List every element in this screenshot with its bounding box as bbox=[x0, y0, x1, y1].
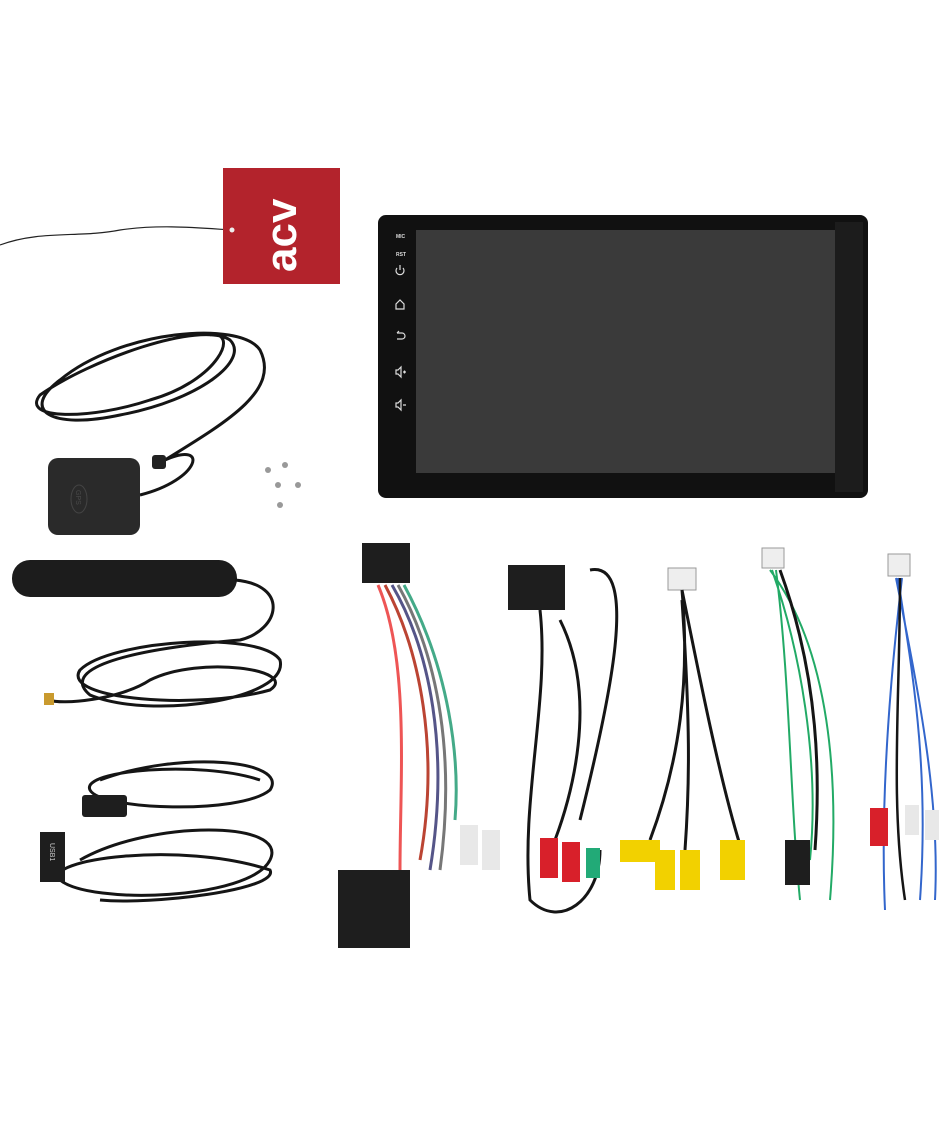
acv-tag: acv bbox=[223, 168, 340, 284]
screws bbox=[265, 462, 301, 508]
volume-down-icon[interactable] bbox=[395, 398, 406, 412]
gps-label: GPS bbox=[74, 490, 81, 505]
tag-string bbox=[0, 226, 233, 246]
audio-harness bbox=[761, 547, 835, 901]
video-harness bbox=[620, 567, 745, 890]
radio-antenna bbox=[12, 560, 282, 708]
power-icon[interactable] bbox=[395, 265, 405, 276]
head-unit: MIC RST bbox=[378, 215, 868, 498]
gps-antenna: GPS bbox=[35, 331, 266, 535]
back-icon[interactable] bbox=[396, 330, 406, 340]
iso-harness bbox=[338, 543, 458, 948]
usb-cables: USB1 bbox=[40, 760, 274, 903]
rca-harness bbox=[460, 565, 619, 914]
tag-logo: acv bbox=[257, 198, 306, 272]
usb-label: USB1 bbox=[48, 843, 55, 861]
amp-harness bbox=[870, 553, 939, 911]
rst-label: RST bbox=[396, 252, 406, 258]
volume-up-icon[interactable] bbox=[395, 365, 406, 379]
home-icon[interactable] bbox=[395, 299, 405, 310]
mic-label: MIC bbox=[396, 234, 406, 240]
